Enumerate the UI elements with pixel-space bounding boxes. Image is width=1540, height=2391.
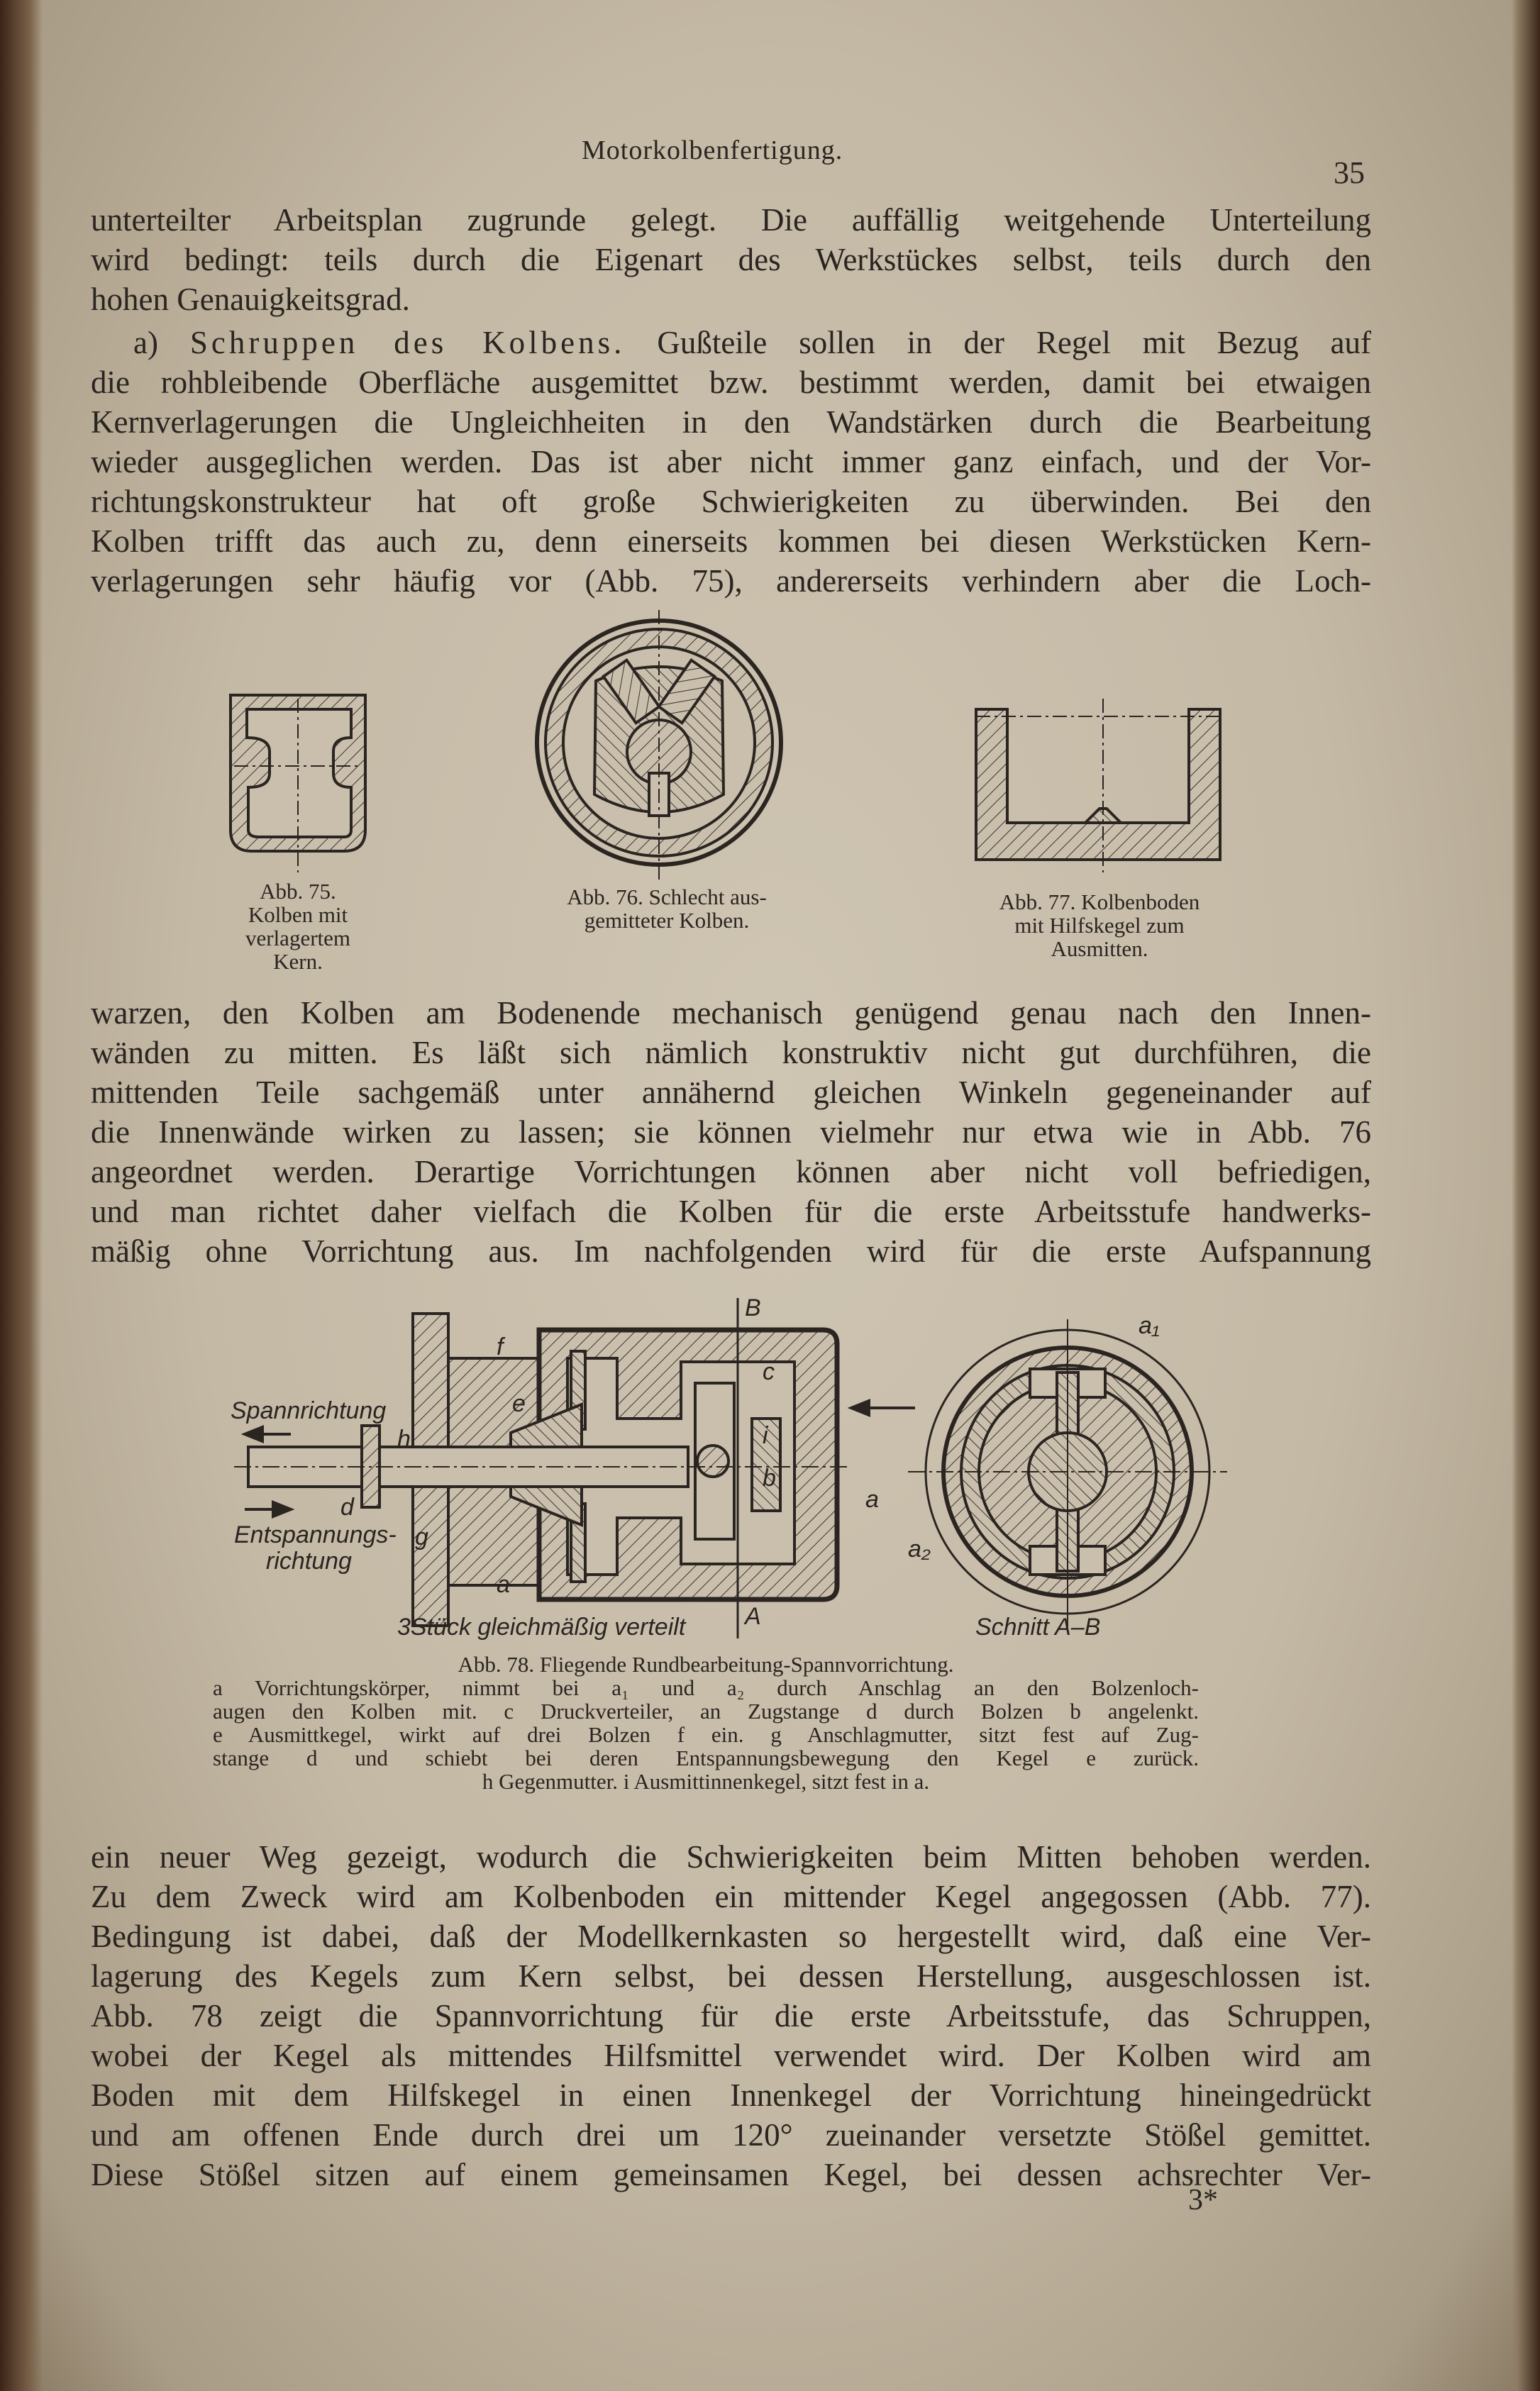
text-line: lagerung des Kegels zum Kern selbst, bei… [91,1958,1371,1994]
text-line: Gußteile sollen in der Regel mit Bezug a… [657,325,1372,360]
running-header: Motorkolbenfertigung. [582,135,843,165]
label-i: i [763,1422,769,1449]
caption-line: Abb. 76. Schlecht aus- [567,884,767,909]
label-entspannungs: Entspannungs- [234,1521,397,1548]
caption-line: e Ausmittkegel, wirkt auf drei Bolzen f … [213,1722,1199,1747]
text-line: die Innenwände wirken zu lassen; sie kön… [91,1114,1371,1150]
text-line: mittenden Teile sachgemäß unter annähern… [91,1075,1371,1110]
page-edge-right [1512,0,1540,2391]
page-number: 35 [1334,155,1365,190]
figure-76-caption: Abb. 76. Schlecht aus- gemitteter Kolben… [525,885,809,932]
figure-78-section-drawing [234,1298,915,1638]
text-line: wobei der Kegel als mittendes Hilfsmitte… [91,2038,1371,2073]
text-line: Diese Stößel sitzen auf einem gemeinsame… [91,2157,1371,2192]
text-line: Bedingung ist dabei, daß der Modellkernk… [91,1919,1371,1954]
paragraph-3: warzen, den Kolben am Bodenende mechanis… [91,993,1371,1271]
text-line: angeordnet werden. Derartige Vorrichtung… [91,1154,1371,1189]
figure-78-labels: Spannrichtung Entspannungs- richtung h d… [231,1294,1160,1641]
caption-line: stange d und schiebt bei deren Entspannu… [213,1746,1199,1770]
label-A: A [743,1603,761,1630]
book-page [21,0,1525,2391]
label-e: e [512,1390,526,1417]
figure-77-drawing [975,699,1222,872]
text-line: wird bedingt: teils durch die Eigenart d… [91,242,1371,277]
caption-line: augen den Kolben mit. c Druckverteiler, … [213,1699,1199,1724]
label-b: b [763,1465,776,1492]
figure-75-drawing [229,694,367,872]
figure-75-caption: Abb. 75. Kolben mit verlagertem Kern. [213,880,383,973]
text-line: Boden mit dem Hilfskegel in einen Innenk… [91,2077,1371,2113]
text-line: Kernverlagerungen die Ungleichheiten in … [91,404,1371,440]
figure-78-caption: Abb. 78. Fliegende Rundbearbeitung-Spann… [213,1653,1199,1793]
figure-76-drawing [535,610,783,880]
figure-78-cross-section-drawing [908,1319,1227,1631]
caption-line: verlagertem [245,926,351,950]
label-d: d [340,1494,355,1521]
label-f: f [497,1333,506,1360]
section-heading-line: a) Schruppen des Kolbens. Gußteile solle… [91,323,1371,362]
caption-line: Abb. 75. [260,879,336,904]
caption-line: Kern. [273,949,323,974]
paragraph-4: ein neuer Weg gezeigt, wodurch die Schwi… [91,1837,1371,2195]
text-line: mäßig ohne Vorrichtung aus. Im nachfolge… [91,1233,1371,1269]
figure-77-caption: Abb. 77. Kolbenboden mit Hilfskegel zum … [965,890,1234,960]
signature-mark: 3* [1188,2184,1218,2217]
label-h: h [397,1426,411,1453]
text-line: wieder ausgeglichen werden. Das ist aber… [91,444,1371,479]
section-label: a) [133,325,158,360]
text-line: Zu dem Zweck wird am Kolbenboden ein mit… [91,1879,1371,1914]
label-spannrichtung: Spannrichtung [231,1397,386,1424]
caption-line: Ausmitten. [1051,936,1148,961]
text-line: Kolben trifft das auch zu, denn einersei… [91,523,1371,559]
label-a: a [497,1571,510,1598]
paragraph-1: unterteilter Arbeitsplan zugrunde gelegt… [91,200,1371,319]
label-c: c [763,1358,775,1385]
text-line: die rohbleibende Oberfläche ausgemittet … [91,365,1371,400]
text-line: ein neuer Weg gezeigt, wodurch die Schwi… [91,1839,1371,1875]
caption-line: h Gegenmutter. i Ausmittinnenkegel, sitz… [482,1769,930,1794]
label-a-right: a [865,1486,879,1513]
caption-line: gemitteter Kolben. [584,908,750,933]
label-schnitt-a-b: Schnitt A–B [975,1614,1100,1641]
label-B: B [745,1294,761,1321]
text-line: richtungskonstrukteur hat oft große Schw… [91,484,1371,519]
text-line: warzen, den Kolben am Bodenende mechanis… [91,995,1371,1031]
caption-line: Abb. 77. Kolbenboden [999,889,1200,914]
text-line: wänden zu mitten. Es läßt sich nämlich k… [91,1035,1371,1070]
text-line: verlagerungen sehr häufig vor (Abb. 75),… [91,563,1371,599]
label-3-stueck: 3Stück gleichmäßig verteilt [397,1614,687,1641]
section-heading: Schruppen des Kolbens. [189,325,626,360]
caption-line: mit Hilfskegel zum [1014,913,1185,938]
text-line: unterteilter Arbeitsplan zugrunde gelegt… [91,202,1371,238]
text-line: und man richtet daher vielfach die Kolbe… [91,1194,1371,1229]
text-line: und am offenen Ende durch drei um 120° z… [91,2117,1371,2153]
text-line: hohen Genauigkeitsgrad. [91,282,410,317]
label-richtung: richtung [266,1548,352,1575]
text-line: Abb. 78 zeigt die Spannvorrichtung für d… [91,1998,1371,2034]
label-g: g [415,1524,428,1550]
caption-line: Kolben mit [248,902,348,927]
section-a: a) Schruppen des Kolbens. Gußteile solle… [91,323,1371,601]
label-a2: a₂ [908,1536,931,1563]
caption-title: Abb. 78. Fliegende Rundbearbeitung-Spann… [458,1652,954,1677]
caption-line: a Vorrichtungskörper, nimmt bei a₁ und a… [213,1675,1199,1700]
label-a1: a₁ [1139,1312,1160,1339]
page-edge-left [0,0,43,2391]
